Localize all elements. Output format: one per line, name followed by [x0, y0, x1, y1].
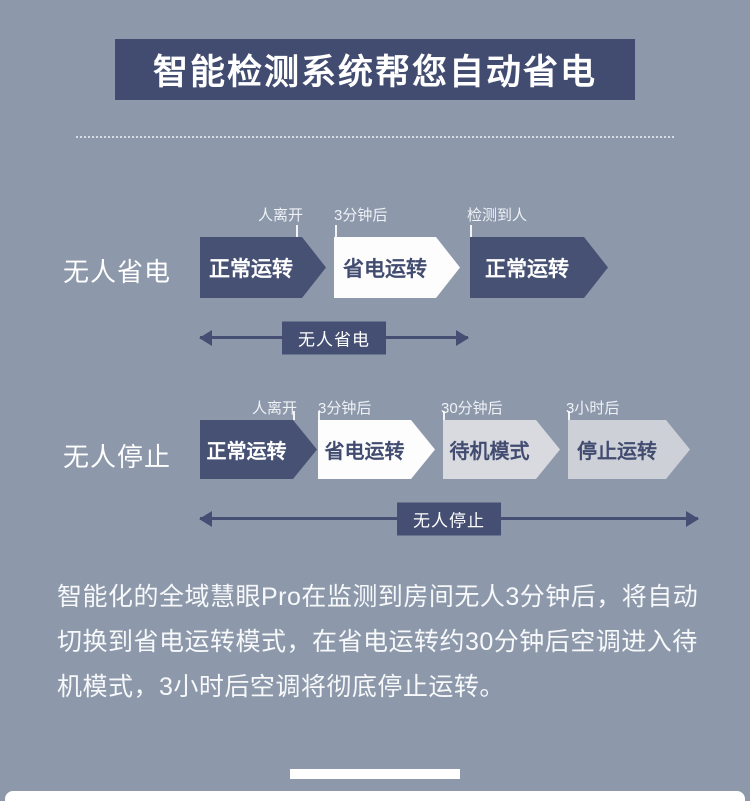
diagram2-annotation-person-leaves: 人离开 — [252, 400, 298, 417]
description-text: 智能化的全域慧眼Pro在监测到房间无人3分钟后，将自动切换到省电运转模式，在省电… — [57, 583, 699, 701]
arrow-right-head-icon — [686, 510, 699, 527]
diagram2-step-power-save-run: 省电运转 — [318, 420, 435, 479]
diagram2-step-standby-mode: 待机模式 — [443, 420, 560, 479]
title-banner: 智能检测系统帮您自动省电 — [115, 39, 635, 100]
diagram2-step-normal-run: 正常运转 — [200, 420, 317, 479]
diagram1-annotation-person-leaves: 人离开 — [258, 207, 304, 224]
diagram1-step-power-save-run: 省电运转 — [334, 237, 460, 298]
diagram2-range-arrow: 无人停止 — [199, 502, 699, 535]
diagram2-range-label: 无人停止 — [397, 502, 501, 535]
diagram1-tick-1 — [296, 225, 298, 238]
arrow-left-head-icon — [199, 329, 212, 346]
diagram2-step-stop-run: 停止运转 — [568, 420, 690, 479]
diagram1-range-arrow: 无人省电 — [199, 321, 469, 354]
diagram1-tick-3 — [470, 225, 472, 238]
diagram2-tick-2 — [318, 411, 320, 420]
next-section-edge — [5, 791, 745, 801]
diagram2-annotation-3min: 3分钟后 — [318, 400, 372, 417]
page-title: 智能检测系统帮您自动省电 — [152, 53, 597, 92]
diagram2-tick-1 — [293, 411, 295, 420]
diagram2-label: 无人停止 — [63, 442, 172, 472]
diagram2-annotation-3hours: 3小时后 — [566, 400, 620, 417]
diagram1-tick-2 — [335, 225, 337, 238]
diagram1-annotation-3min: 3分钟后 — [334, 207, 388, 224]
diagram1-step-normal-run-1: 正常运转 — [200, 237, 326, 298]
diagram2-tick-4 — [568, 411, 570, 420]
diagram2-annotation-30min: 30分钟后 — [441, 400, 503, 417]
diagram2-tick-3 — [443, 411, 445, 420]
diagram1-annotation-person-detected: 检测到人 — [467, 207, 528, 224]
arrow-left-head-icon — [199, 510, 212, 527]
arrow-right-head-icon — [456, 329, 469, 346]
dotted-divider — [76, 136, 674, 138]
diagram1-label: 无人省电 — [63, 257, 172, 287]
bottom-indicator-bar — [290, 769, 460, 779]
diagram1-step-normal-run-2: 正常运转 — [470, 237, 608, 298]
diagram1-range-label: 无人省电 — [282, 321, 386, 354]
